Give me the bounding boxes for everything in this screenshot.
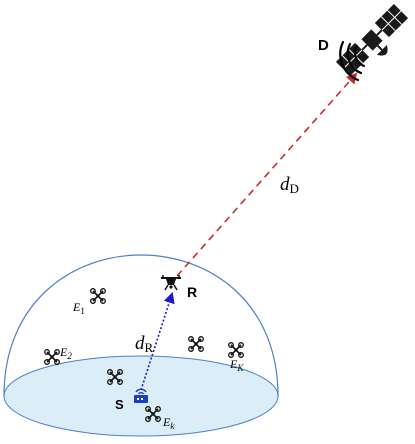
- link-source-to-relay: [140, 291, 175, 391]
- destination-label: D: [318, 37, 329, 54]
- eavesdropper-drone-ek: [227, 341, 245, 359]
- eavesdropper-drone-e1: [89, 287, 107, 305]
- distance-dd-label: dD: [280, 174, 299, 196]
- link-relay-to-destination: [176, 72, 358, 277]
- distance-dr-label: dR: [135, 333, 154, 355]
- source-label: S: [115, 397, 124, 412]
- eavesdropper-label-e2: E2: [59, 345, 72, 361]
- router-icon: [134, 388, 148, 403]
- eavesdropper-drone-e2: [43, 348, 61, 366]
- coverage-dome: [3, 254, 279, 397]
- eavesdropper-label-ekk: Ek: [162, 415, 175, 431]
- relay-drone-icon: [161, 275, 181, 291]
- satellite-icon: [335, 3, 409, 77]
- eavesdropper-drone-mid: [187, 335, 205, 353]
- relay-label: R: [187, 284, 197, 300]
- signal-waves-icon: [339, 40, 366, 82]
- eavesdropper-label-e1: E1: [72, 300, 85, 316]
- eavesdropper-label-ek: EK: [229, 357, 244, 373]
